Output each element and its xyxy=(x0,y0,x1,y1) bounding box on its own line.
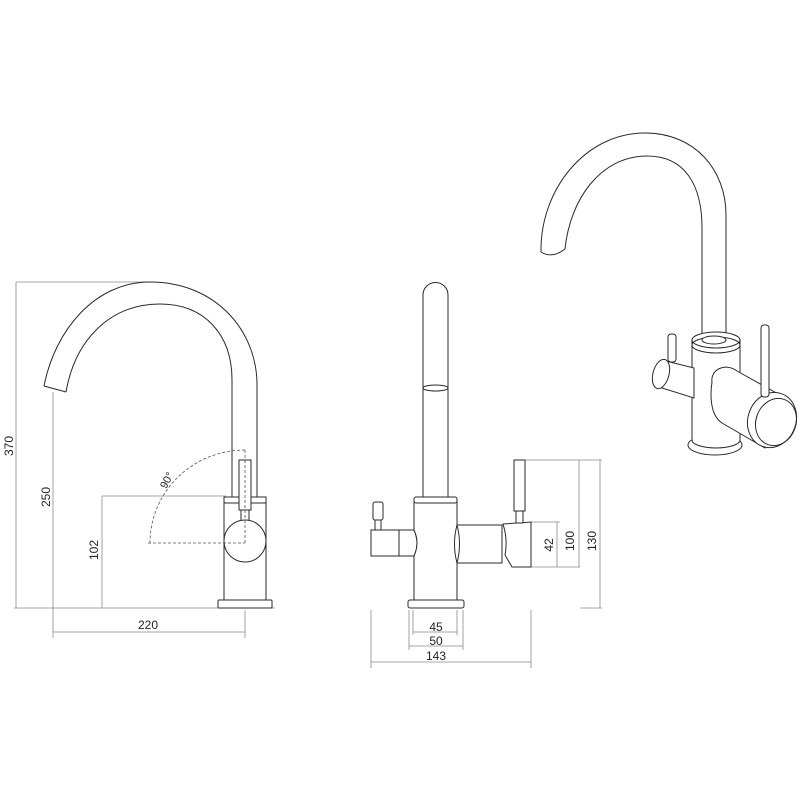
front-base xyxy=(407,599,465,609)
dim-lever-offset: 42 xyxy=(542,538,556,552)
iso-right-lever xyxy=(760,324,770,398)
iso-spout-inner xyxy=(564,155,703,335)
dim-body-width: 45 xyxy=(429,620,443,634)
dim-base-width: 50 xyxy=(429,634,443,648)
iso-right-knob-face xyxy=(754,397,798,447)
front-view-dimension-lines xyxy=(370,459,602,668)
dim-lever-angle: 90° xyxy=(158,470,176,490)
iso-spout-outlet xyxy=(540,248,566,256)
front-spout-ring xyxy=(422,384,449,392)
front-left-handle xyxy=(370,529,400,557)
isometric-view xyxy=(540,132,798,456)
front-body-cap xyxy=(413,496,458,504)
front-right-lever-stem xyxy=(515,510,524,524)
iso-left-handle-end xyxy=(651,358,671,390)
iso-spout xyxy=(540,132,727,335)
dim-reach: 220 xyxy=(138,618,158,632)
front-body xyxy=(413,501,458,601)
dim-lever-height: 130 xyxy=(585,531,599,551)
dim-total-width: 143 xyxy=(426,649,446,663)
side-view: 370 250 102 220 90° xyxy=(2,281,275,638)
front-left-lever xyxy=(372,501,384,521)
dim-total-height: 370 xyxy=(2,436,16,456)
dim-body-height: 102 xyxy=(87,540,101,560)
dim-spout-height: 250 xyxy=(39,487,53,507)
side-spout-outlet xyxy=(43,385,67,393)
front-left-collar xyxy=(398,529,418,557)
front-right-housing xyxy=(502,521,532,568)
side-base xyxy=(217,599,273,609)
side-spout xyxy=(43,281,258,497)
side-spout-inner xyxy=(65,303,233,497)
front-view: 42 100 130 45 50 143 xyxy=(370,282,602,668)
front-right-lever xyxy=(513,459,526,512)
side-view-dimension-lines xyxy=(14,281,275,638)
front-spout xyxy=(422,282,449,498)
lever-rotation-indicator xyxy=(148,449,246,544)
iso-left-lever xyxy=(667,333,677,363)
front-right-arm xyxy=(456,524,503,564)
dim-arm-height: 100 xyxy=(563,531,577,551)
iso-spout-base xyxy=(701,335,727,345)
front-left-lever-stem xyxy=(374,519,382,531)
